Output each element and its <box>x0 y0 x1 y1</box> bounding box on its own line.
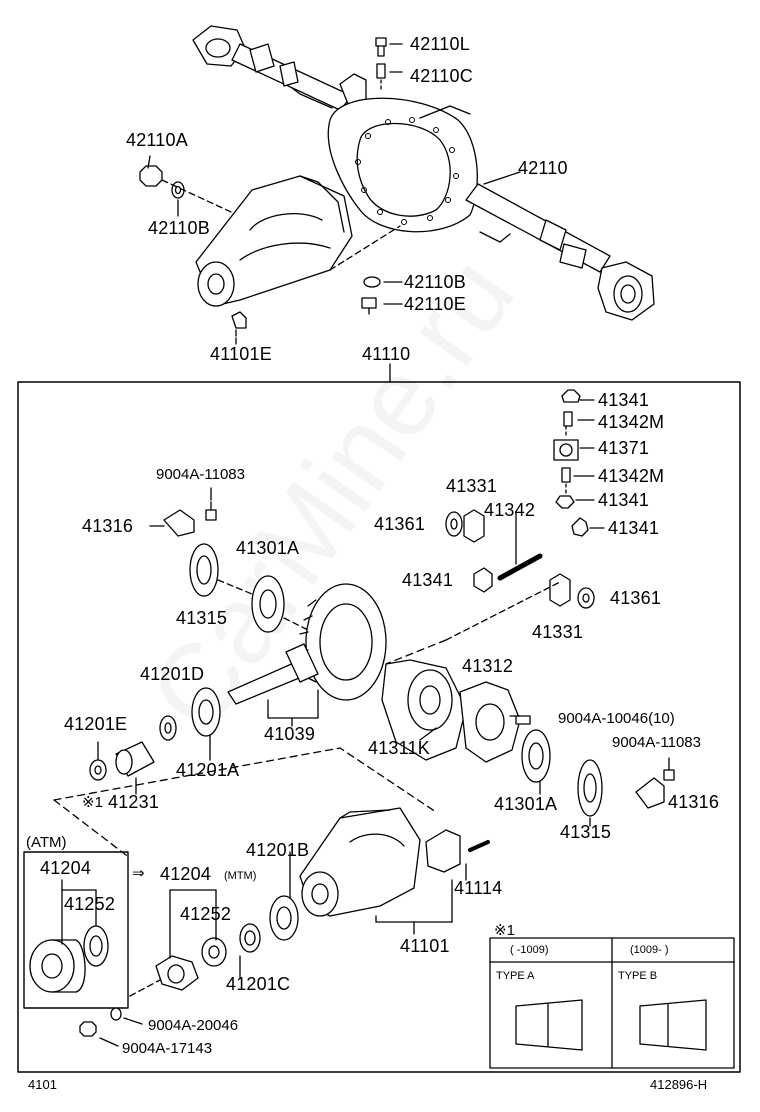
callout-42110A: 42110A <box>126 130 188 150</box>
callout-9004A-17143: 9004A-17143 <box>122 1040 213 1057</box>
callout-41312: 41312 <box>462 656 514 676</box>
callout-41231: 41231 <box>108 792 160 812</box>
callout-41301A-lower: 41301A <box>494 794 558 814</box>
bracket-41316-lower <box>635 757 675 809</box>
note-col-2: (1009- ) <box>630 944 669 956</box>
note-mark-small: ※1 <box>82 794 103 811</box>
callout-9004A-11083-lower: 9004A-11083 <box>612 734 701 751</box>
callout-9004A-10046: 9004A-10046(10) <box>558 710 675 727</box>
footer-illustration-id: 412896-H <box>650 1077 708 1092</box>
callout-41331-lower: 41331 <box>532 622 584 642</box>
callout-41252-mtm: 41252 <box>180 904 232 924</box>
callout-41331-upper: 41331 <box>446 476 498 496</box>
callout-42110C: 42110C <box>410 66 473 86</box>
callout-41252-atm: 41252 <box>64 894 116 914</box>
callout-41110: 41110 <box>362 344 411 364</box>
mtm-tag: (MTM) <box>224 870 257 882</box>
callout-41301A-upper: 41301A <box>236 538 300 558</box>
nut-washer-bottom <box>79 1007 143 1047</box>
callout-41361-lower: 41361 <box>610 588 662 608</box>
note-col-1: ( -1009) <box>510 944 549 956</box>
callout-41204-mtm: 41204 <box>160 864 212 884</box>
bracket-41316-upper <box>149 487 217 537</box>
label-leaders <box>97 155 591 899</box>
callout-41316-upper: 41316 <box>82 516 134 536</box>
callout-41371: 41371 <box>598 438 650 458</box>
pinion-bearings-lower <box>129 889 299 997</box>
callout-41039: 41039 <box>264 724 316 744</box>
callout-41204-atm: 41204 <box>40 858 92 878</box>
bearing-41301A-lower <box>521 729 603 817</box>
diff-case-41311K <box>381 659 531 763</box>
callout-42110B-mid: 42110B <box>404 272 466 292</box>
guide-lines <box>53 639 447 859</box>
callout-9004A-11083-upper: 9004A-11083 <box>156 466 245 483</box>
callout-41315-lower: 41315 <box>560 822 612 842</box>
callout-41341-c: 41341 <box>608 518 660 538</box>
note-mark: ※1 <box>494 922 515 939</box>
callout-42110: 42110 <box>518 158 568 178</box>
callout-41342M-a: 41342M <box>598 412 665 432</box>
callout-41201E: 41201E <box>64 714 128 734</box>
callout-41101E: 41101E <box>210 344 272 364</box>
pinion-bearings-41201 <box>89 687 221 781</box>
callout-42110L: 42110L <box>410 34 470 54</box>
plug-42110E <box>361 276 403 315</box>
nut-washer-42110A <box>139 165 245 219</box>
callout-41201B: 41201B <box>246 840 310 860</box>
side-gear-assembly <box>445 509 595 641</box>
callout-9004A-20046: 9004A-20046 <box>148 1017 239 1034</box>
note-table <box>489 937 735 1069</box>
callout-41311K: 41311K <box>368 738 430 758</box>
atm-title: (ATM) <box>26 834 67 851</box>
bearing-41301A-upper <box>189 543 313 633</box>
callout-42110E: 42110E <box>404 294 466 314</box>
callout-41201D: 41201D <box>140 664 205 684</box>
axle-housing-42110 <box>192 25 655 321</box>
callout-41101: 41101 <box>400 936 450 956</box>
callout-41201A: 41201A <box>176 760 240 780</box>
callout-41361-upper: 41361 <box>374 514 426 534</box>
breather-plug <box>375 37 403 93</box>
note-type-a: TYPE A <box>496 970 535 982</box>
callout-41201C: 41201C <box>226 974 291 994</box>
callout-41341-b: 41341 <box>598 490 650 510</box>
arrow-glyph: ⇒ <box>132 865 145 882</box>
callout-41315-upper: 41315 <box>176 608 228 628</box>
callout-42110B-upper: 42110B <box>148 218 210 238</box>
pinion-gear-stack <box>553 389 605 537</box>
ring-and-pinion-41039 <box>227 583 387 705</box>
atm-companion-flange <box>29 879 109 993</box>
callout-41341-d: 41341 <box>402 570 454 590</box>
callout-41316-lower: 41316 <box>668 792 720 812</box>
callout-41341-a: 41341 <box>598 390 650 410</box>
note-type-b: TYPE B <box>618 970 658 982</box>
callout-41342: 41342 <box>484 500 536 520</box>
carrier-assembly-41101E <box>195 175 401 337</box>
callout-41114: 41114 <box>454 878 503 898</box>
carrier-41101 <box>299 807 490 935</box>
callout-41342M-b: 41342M <box>598 466 665 486</box>
footer-page-code: 4101 <box>28 1077 57 1092</box>
